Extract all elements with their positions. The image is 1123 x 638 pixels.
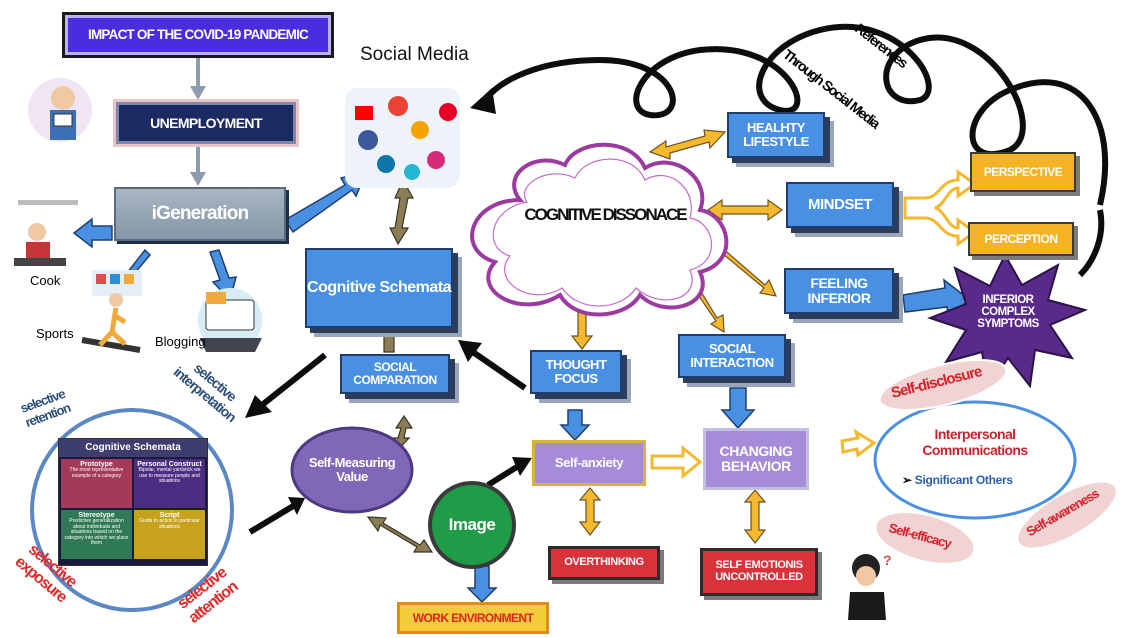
cognitive-schemata-box: Cognitive Schemata xyxy=(305,248,453,328)
self-measuring-value-text: Self-Measuring Value xyxy=(308,455,396,484)
unemployed-person-illustration xyxy=(28,78,92,142)
schemata-card-title: Cognitive Schemata xyxy=(59,439,207,457)
cook-label: Cook xyxy=(30,273,61,288)
sports-illustration xyxy=(81,270,142,353)
bullet-arrow-icon: ➢ xyxy=(902,473,915,487)
thought-focus-box: THOUGHT FOCUS xyxy=(530,350,622,394)
feeling-inferior-box: FEELING INFERIOR xyxy=(784,268,894,314)
significant-others-item: ➢ Significant Others xyxy=(902,473,1013,487)
cognitive-dissonance-text: COGNITIVE DISSONACE xyxy=(524,204,687,224)
perspective-box: PERSPECTIVE xyxy=(970,152,1076,192)
self-emotions-box: SELF EMOTIONIS UNCONTROLLED xyxy=(700,548,818,596)
arrow-to-cook xyxy=(72,217,113,249)
unemployment-box: UNEMPLOYMENT xyxy=(116,102,296,144)
perception-box: PERCEPTION xyxy=(968,222,1074,256)
healthy-lifestyle-box: HEALHTY LIFESTYLE xyxy=(727,112,825,158)
image-text: Image xyxy=(448,515,496,535)
references-curve-arrow xyxy=(482,23,1109,206)
social-media-label: Social Media xyxy=(360,44,469,65)
self-anxiety-box: Self-anxiety xyxy=(532,440,646,486)
social-interaction-box: SOCIAL INTERACTION xyxy=(678,334,786,378)
work-environment-box: WORK ENVIRONMENT xyxy=(397,602,549,634)
cloud-shape xyxy=(470,142,729,317)
igeneration-box: iGeneration xyxy=(114,187,286,241)
cook-illustration xyxy=(14,200,78,266)
interpersonal-title: Interpersonal Communications xyxy=(922,426,1028,458)
schemata-cell-personal-construct: Personal Construct Bipolar, mental yards… xyxy=(134,459,205,508)
covid-impact-title: IMPACT OF THE COVID-19 PANDEMIC xyxy=(62,12,334,58)
thinking-person-illustration: ? xyxy=(848,552,892,620)
schemata-cell-script: Script Guide to action in particular sit… xyxy=(134,510,205,559)
schemata-cell-stereotype: Stereotype Predictive generalization abo… xyxy=(61,510,132,559)
schemata-cell-prototype: Prototype The most representative exampl… xyxy=(61,459,132,508)
schemata-card: Cognitive Schemata Prototype The most re… xyxy=(58,438,208,566)
blogging-label: Blogging xyxy=(155,334,206,349)
blogging-illustration xyxy=(198,288,262,352)
svg-text:?: ? xyxy=(883,552,892,568)
inferior-complex-starburst xyxy=(927,252,1089,391)
sports-label: Sports xyxy=(36,326,74,341)
mindset-box: MINDSET xyxy=(786,182,894,228)
social-media-icons-cluster xyxy=(345,88,460,188)
social-comparation-box: SOCIAL COMPARATION xyxy=(340,354,450,394)
changing-behavior-box: CHANGING BEHAVIOR xyxy=(703,428,809,490)
inferior-complex-text: INFERIOR COMPLEX SYMPTOMS xyxy=(977,293,1039,331)
overthinking-box: OVERTHINKING xyxy=(548,546,660,580)
